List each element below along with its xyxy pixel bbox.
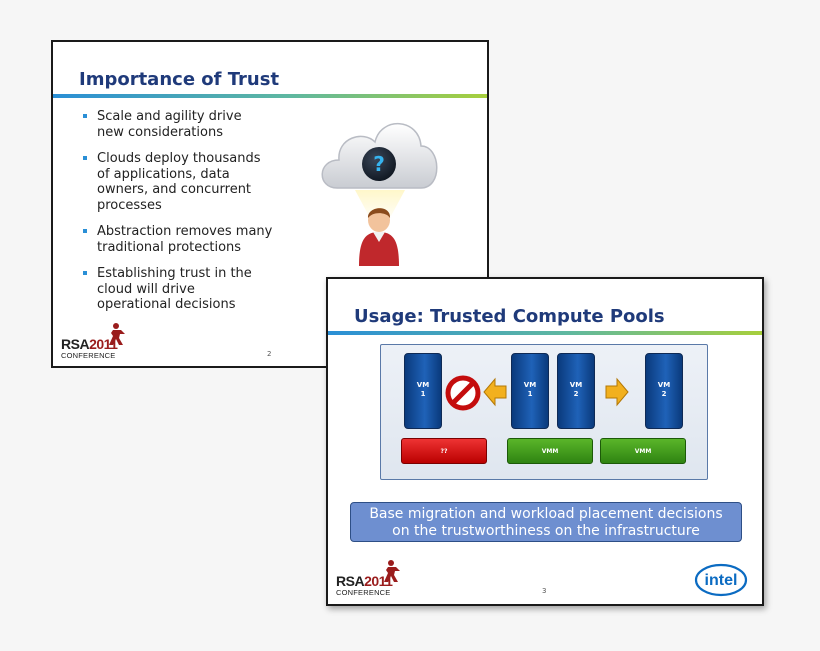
slide-title: Importance of Trust <box>79 69 280 90</box>
page-number: 2 <box>267 350 272 358</box>
intel-logo: intel <box>694 563 748 597</box>
svg-text:intel: intel <box>705 572 738 589</box>
page-number: 3 <box>542 587 547 595</box>
rsa-conference-logo: RSA2011 CONFERENCE <box>336 559 426 599</box>
bullet-marker <box>83 114 87 118</box>
question-mark-icon: ? <box>362 147 396 181</box>
cloud-person-illustration: ? <box>321 123 438 266</box>
rsa-figure-icon <box>384 560 400 582</box>
title-underline <box>53 94 487 98</box>
caption-box: Base migration and workload placement de… <box>350 502 742 542</box>
bullet-marker <box>83 271 87 275</box>
arrow-left-icon <box>483 377 507 407</box>
person-icon <box>359 208 399 266</box>
untrusted-vmm-bar: ?? <box>401 438 487 464</box>
slide-importance-of-trust: Importance of Trust Scale and agility dr… <box>51 40 489 368</box>
slide-title: Usage: Trusted Compute Pools <box>354 306 665 327</box>
light-beam <box>355 190 405 216</box>
trusted-vmm-bar: VMM <box>507 438 593 464</box>
arrow-right-icon <box>605 377 629 407</box>
svg-text:?: ? <box>373 152 385 176</box>
title-underline <box>328 331 762 335</box>
prohibited-icon <box>445 375 481 411</box>
bullet-marker <box>83 229 87 233</box>
bullet-marker <box>83 156 87 160</box>
trusted-vmm-bar: VMM <box>600 438 686 464</box>
rsa-figure-icon <box>109 323 125 345</box>
rsa-conference-logo: RSA2011 CONFERENCE <box>61 322 151 362</box>
